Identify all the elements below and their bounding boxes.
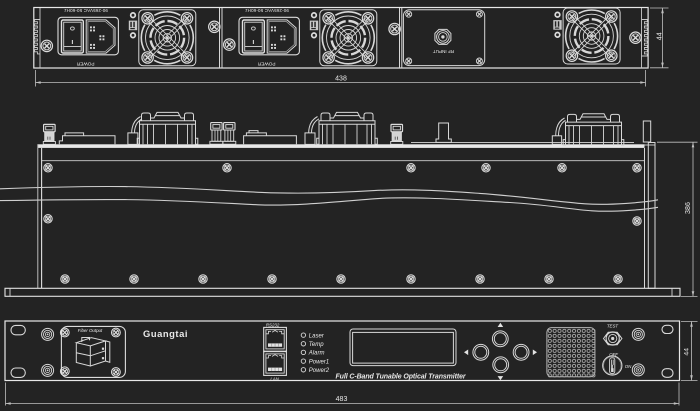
svg-text:TEST: TEST	[607, 323, 619, 328]
svg-text:Laser: Laser	[309, 333, 325, 339]
svg-text:Fiber Output: Fiber Output	[78, 328, 103, 333]
svg-text:OFF: OFF	[609, 352, 618, 357]
svg-text:Alarm: Alarm	[308, 351, 325, 357]
svg-text:386: 386	[683, 202, 692, 214]
svg-text:Full C-Band Tunable Optical Tr: Full C-Band Tunable Optical Transmitter	[336, 373, 467, 380]
svg-text:44: 44	[684, 348, 691, 356]
svg-text:Power1: Power1	[309, 359, 329, 365]
svg-text:LAN: LAN	[270, 376, 279, 381]
svg-text:Guangtai: Guangtai	[143, 328, 188, 339]
svg-text:ON: ON	[625, 364, 632, 369]
svg-text:RS232: RS232	[266, 322, 280, 327]
svg-text:RF INPUT: RF INPUT	[433, 49, 454, 54]
svg-text:Power2: Power2	[309, 368, 330, 374]
svg-text:Temp: Temp	[309, 342, 324, 348]
svg-text:44: 44	[657, 32, 664, 40]
svg-text:438: 438	[335, 76, 347, 83]
svg-text:483: 483	[336, 396, 348, 403]
